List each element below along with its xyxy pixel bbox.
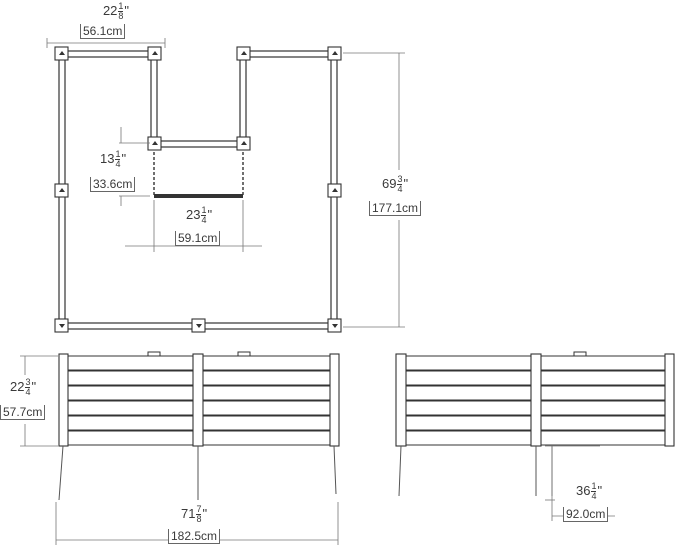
label-leg-height-metric: 92.0cm [563, 507, 609, 522]
overall-length-whole: 71 [181, 505, 196, 521]
overall-depth-whole: 69 [382, 175, 397, 191]
front-elevation [20, 351, 340, 545]
opening-bottom-bar [154, 194, 243, 198]
opening-width-dimension [125, 200, 262, 252]
overall-length-metric: 182.5cm [171, 529, 218, 543]
label-overall-depth-metric: 177.1cm [369, 201, 422, 216]
label-opening-width-metric: 59.1cm [175, 231, 221, 246]
front-post-left [58, 353, 69, 447]
opening-width-metric: 59.1cm [178, 231, 218, 245]
module-width-metric: 56.1cm [83, 24, 123, 38]
opening-depth-dimension [119, 127, 150, 206]
front-post-right [329, 353, 340, 447]
overall-depth-dimension [343, 52, 405, 328]
connector-blocks [54, 46, 342, 333]
leg-height-whole: 36 [576, 482, 591, 498]
side-post-left [395, 353, 407, 447]
label-opening-depth-metric: 33.6cm [90, 177, 136, 192]
overall-length-unit: " [202, 505, 208, 521]
leg-height-num: 1 [591, 481, 597, 492]
leg-height-metric: 92.0cm [566, 507, 606, 521]
opening-top-rail [153, 140, 244, 148]
overall-depth-num: 3 [397, 174, 403, 185]
leg-height-den: 4 [591, 491, 597, 501]
opening-width-num: 1 [201, 205, 207, 216]
label-overall-length-metric: 182.5cm [168, 529, 221, 544]
opening-depth-whole: 13 [100, 150, 115, 166]
height-whole: 22 [10, 378, 25, 394]
opening-width-whole: 23 [186, 206, 201, 222]
side-post-middle [530, 353, 542, 447]
inner-left-rail [150, 53, 158, 145]
overall-depth-unit: " [403, 175, 409, 191]
height-den: 4 [25, 387, 31, 397]
height-dimension [20, 355, 58, 447]
opening-depth-metric: 33.6cm [93, 177, 133, 191]
leg-height-unit: " [597, 482, 603, 498]
module-width-dimension [46, 38, 166, 48]
height-metric: 57.7cm [3, 405, 43, 419]
opening-width-unit: " [207, 206, 213, 222]
module-width-num: 1 [118, 1, 124, 12]
label-height-metric: 57.7cm [0, 405, 46, 420]
opening-width-den: 4 [201, 215, 207, 225]
front-leg-right [333, 445, 337, 495]
overall-length-num: 7 [196, 504, 202, 515]
height-num: 3 [25, 377, 31, 388]
top-right-rail [242, 50, 338, 58]
front-leg-left [58, 445, 64, 501]
module-width-unit: " [124, 2, 130, 18]
side-post-right [664, 353, 675, 447]
top-view-plan [46, 38, 405, 333]
side-elevation [395, 351, 675, 521]
top-left-rail [61, 50, 157, 58]
overall-depth-den: 4 [397, 184, 403, 194]
side-leg-left [398, 445, 402, 497]
front-post-middle [192, 353, 204, 447]
opening-depth-unit: " [121, 150, 127, 166]
opening-depth-num: 1 [115, 149, 121, 160]
overall-depth-metric: 177.1cm [372, 201, 419, 215]
height-unit: " [31, 378, 37, 394]
module-width-den: 8 [118, 11, 124, 21]
label-module-width-metric: 56.1cm [80, 24, 126, 39]
overall-length-den: 8 [196, 514, 202, 524]
inner-right-rail [239, 53, 247, 145]
opening-depth-den: 4 [115, 159, 121, 169]
module-width-whole: 22 [102, 2, 118, 18]
